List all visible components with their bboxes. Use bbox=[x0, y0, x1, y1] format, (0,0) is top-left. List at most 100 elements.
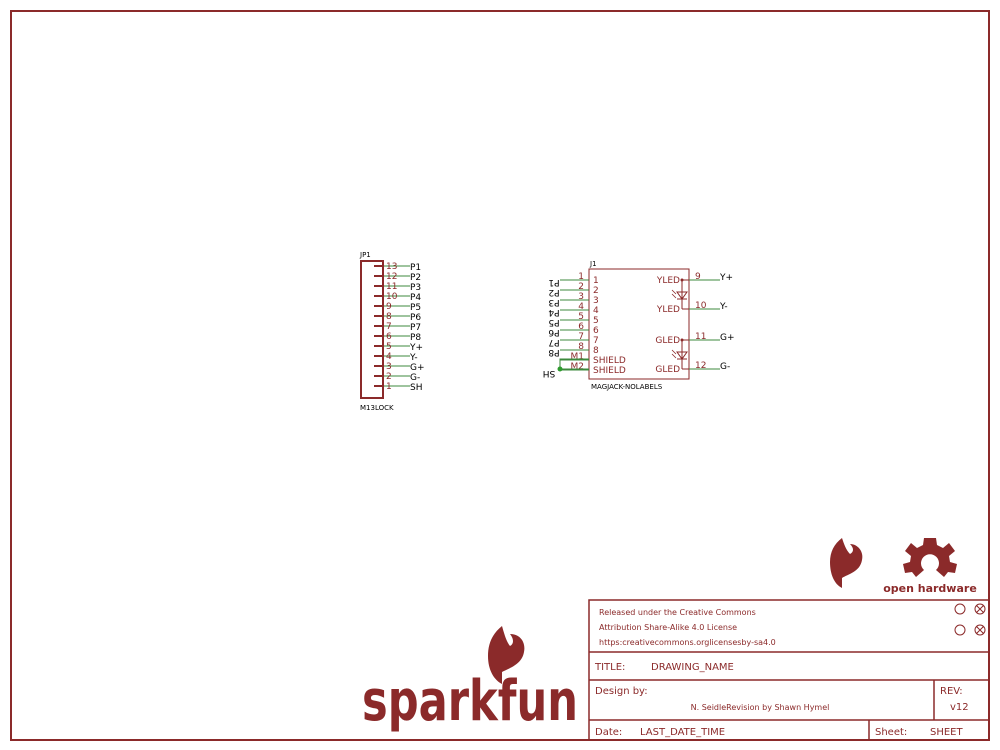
j1-left-pin-name: 2 bbox=[593, 286, 599, 296]
j1-left-pin-number: 4 bbox=[578, 302, 584, 312]
sheet-frame bbox=[10, 10, 990, 741]
rev-value: v12 bbox=[950, 702, 969, 713]
rev-label: REV: bbox=[940, 686, 963, 697]
j1-left-pin-name: 3 bbox=[593, 296, 599, 306]
j1-body bbox=[588, 268, 690, 380]
j1-right-net-label: Y+ bbox=[719, 273, 733, 283]
j1-right-pin-number: 10 bbox=[695, 301, 707, 311]
jp1-body bbox=[360, 260, 384, 399]
license-line-1: Released under the Creative Commons bbox=[599, 608, 756, 617]
j1-net-label: P7 bbox=[548, 337, 559, 347]
jp1-pin: 9 P5 bbox=[374, 302, 421, 313]
title-value: DRAWING_NAME bbox=[651, 662, 734, 673]
j1-left-pin-number: 7 bbox=[578, 332, 584, 342]
j1-left-pin-name: 4 bbox=[593, 306, 599, 316]
oshw-logo-text: open hardware bbox=[883, 582, 977, 595]
j1-right-pin-number: 9 bbox=[695, 272, 701, 282]
j1-left-pin-name: 1 bbox=[593, 276, 599, 286]
green-led-icon bbox=[671, 338, 688, 369]
j1-left-pin-number: 8 bbox=[578, 342, 584, 352]
j1-left-pin-name: 8 bbox=[593, 346, 599, 356]
j1-right-pin: 9 YLED Y+ bbox=[656, 272, 733, 286]
j1-right-net-label: Y- bbox=[719, 302, 728, 312]
cc-by-icon bbox=[954, 603, 966, 636]
jp1-net-label: P6 bbox=[410, 313, 421, 323]
sparkfun-large-flame-icon bbox=[488, 626, 525, 684]
jp1-pin: 6 P8 bbox=[374, 332, 421, 343]
jp1-pin-number: 11 bbox=[386, 282, 397, 292]
jp1-net-label: P8 bbox=[410, 333, 421, 343]
j1-net-label: P6 bbox=[548, 327, 559, 337]
jp1-net-label: P5 bbox=[410, 303, 421, 313]
jp1-net-label: P2 bbox=[410, 273, 421, 283]
j1-left-pin-number: 2 bbox=[578, 282, 584, 292]
license-line-3: https:creativecommons.orglicensesby-sa4.… bbox=[599, 638, 776, 647]
j1-net-label: P3 bbox=[548, 297, 559, 307]
j1-left-pin-name: SHIELD bbox=[593, 356, 626, 366]
jp1-pin-number: 4 bbox=[386, 352, 392, 362]
j1-left-pin-number: 3 bbox=[578, 292, 584, 302]
jp1-pin-number: 8 bbox=[386, 312, 392, 322]
j1-left-pin-number: 1 bbox=[578, 272, 584, 282]
sparkfun-wordmark: sparkfun bbox=[362, 669, 578, 734]
date-label: Date: bbox=[595, 727, 622, 738]
jp1-pin-number: 2 bbox=[386, 372, 392, 382]
yellow-led-icon bbox=[671, 278, 688, 309]
jp1-pin-number: 6 bbox=[386, 332, 392, 342]
j1-right-pin-name: YLED bbox=[656, 305, 680, 315]
jp1-net-label: Y+ bbox=[409, 343, 423, 353]
jp1-pin: 4 Y- bbox=[374, 352, 418, 363]
shield-wire bbox=[559, 358, 589, 370]
j1-left-pin-number: 6 bbox=[578, 322, 584, 332]
cc-sa-icon bbox=[974, 603, 986, 636]
j1-right-net-label: G+ bbox=[720, 333, 735, 343]
sparkfun-flame-icon bbox=[830, 538, 863, 588]
sheet-label: Sheet: bbox=[875, 727, 907, 738]
jp1-pin-number: 12 bbox=[386, 272, 397, 282]
oshw-gear-icon bbox=[903, 538, 957, 577]
j1-left-pin-number: M1 bbox=[571, 352, 585, 362]
sheet-value: SHEET bbox=[930, 727, 964, 738]
jp1-pin-number: 9 bbox=[386, 302, 392, 312]
j1-right-pin-name: YLED bbox=[656, 276, 680, 286]
jp1-pin-number: 3 bbox=[386, 362, 392, 372]
jp1-net-label: P3 bbox=[410, 283, 421, 293]
j1-right-pin-name: GLED bbox=[655, 336, 680, 346]
j1-left-pin: M1 SHIELD bbox=[560, 352, 626, 366]
j1-left-pin-name: 5 bbox=[593, 316, 599, 326]
jp1-pin-number: 7 bbox=[386, 322, 392, 332]
j1-net-label: P8 bbox=[548, 347, 559, 357]
design-label: Design by: bbox=[595, 686, 648, 697]
shield-junction bbox=[557, 366, 563, 372]
jp1-pin: 12 P2 bbox=[374, 272, 421, 283]
jp1-pin: 3 G+ bbox=[374, 362, 425, 373]
j1-left-pin-number: 5 bbox=[578, 312, 584, 322]
jp1-pin: 8 P6 bbox=[374, 312, 421, 323]
jp1-pin-number: 5 bbox=[386, 342, 392, 352]
jp1-net-label: P1 bbox=[410, 263, 421, 273]
j1-net-label: P1 bbox=[548, 277, 559, 287]
jp1-net-label: G+ bbox=[410, 363, 425, 373]
jp1-pin: 5 Y+ bbox=[374, 342, 423, 353]
jp1-net-label: Y- bbox=[409, 353, 418, 363]
title-label: TITLE: bbox=[594, 662, 625, 673]
